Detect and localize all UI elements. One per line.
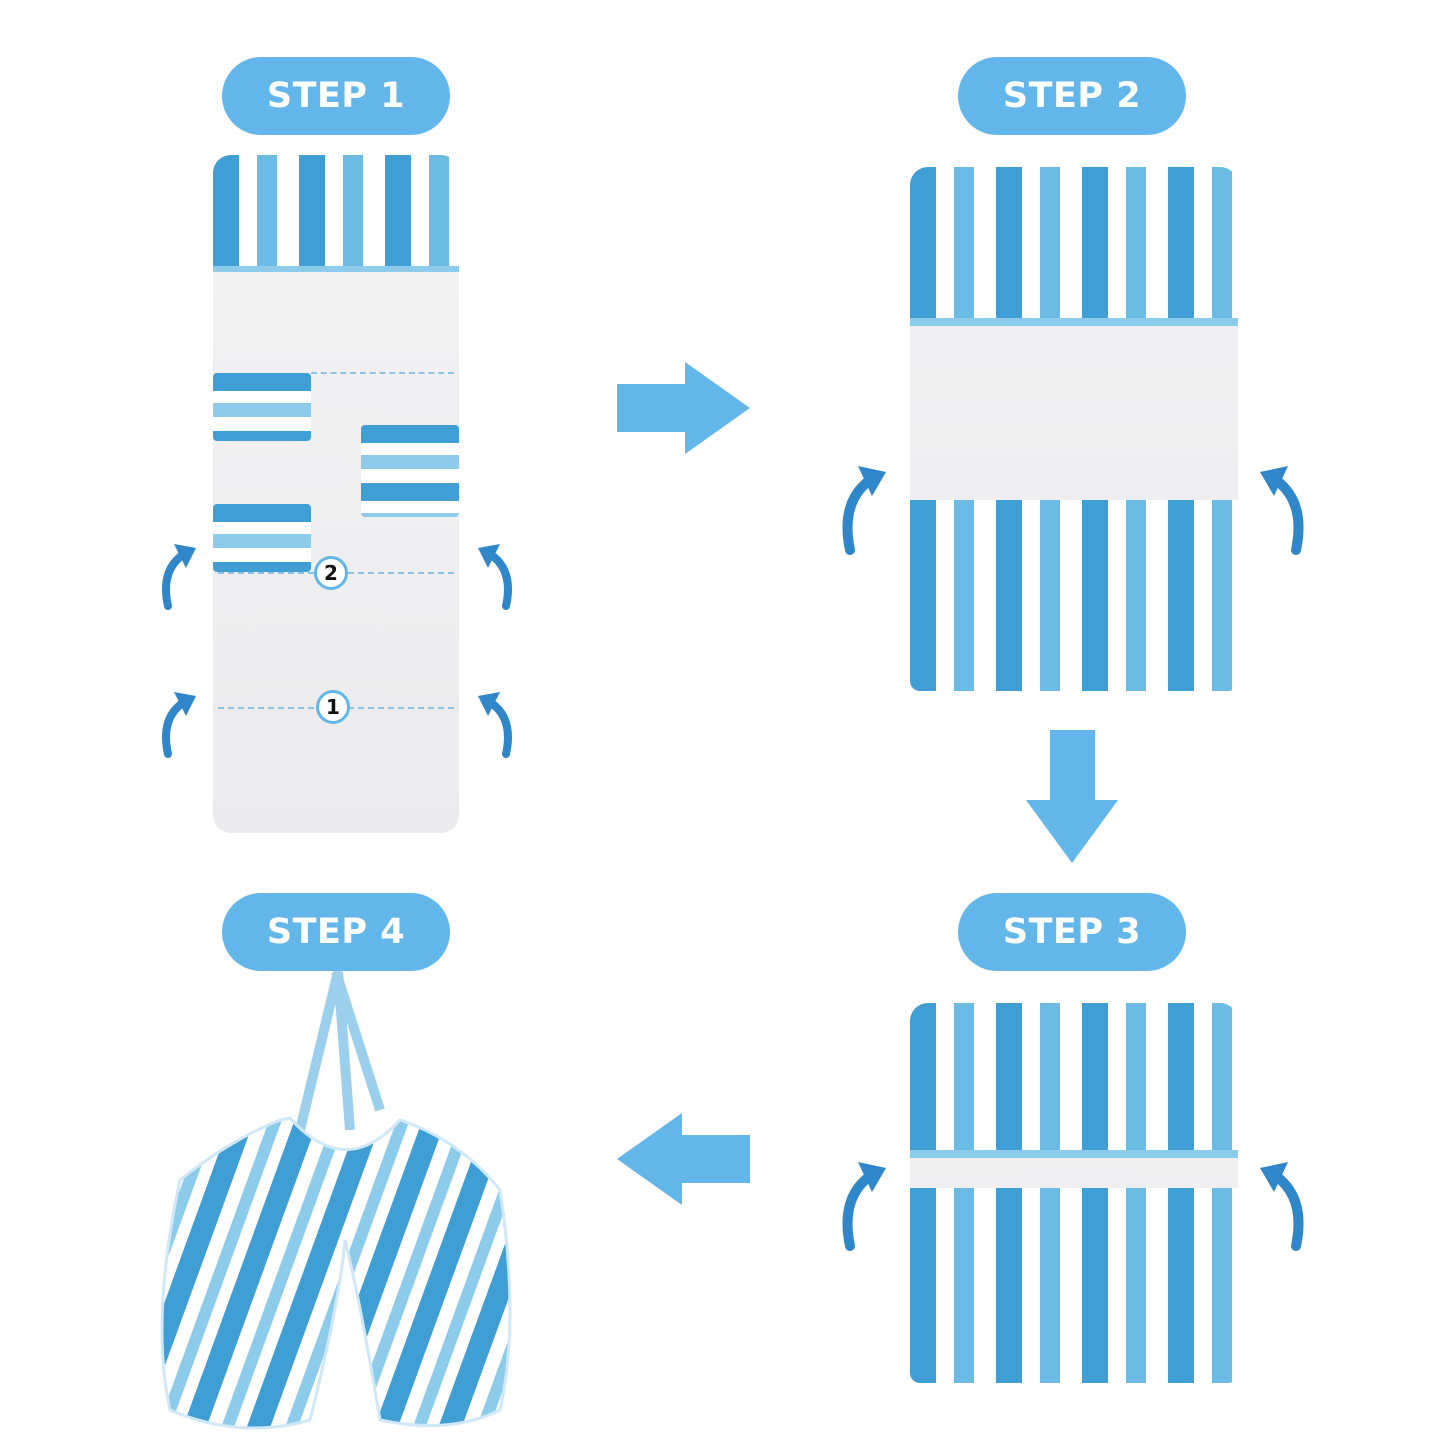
- fold-marker-1: 1: [316, 690, 350, 724]
- step-3-label: STEP 3: [958, 893, 1186, 971]
- pocket-left-bottom: [213, 504, 311, 572]
- curl-arrow-icon: [1260, 466, 1304, 555]
- curl-arrow-icon: [1260, 1162, 1304, 1251]
- bag-body: [160, 1116, 512, 1430]
- arrow-left-icon: [617, 1113, 750, 1205]
- towel-top-band: [910, 167, 1238, 323]
- step-4-label: STEP 4: [222, 893, 450, 971]
- pocket-left-top: [213, 373, 311, 441]
- step-2-label: STEP 2: [958, 57, 1186, 135]
- band-trim: [910, 1150, 1238, 1158]
- arrow-right-icon: [617, 362, 750, 454]
- step-1-label: STEP 1: [222, 57, 450, 135]
- pocket-right: [361, 425, 459, 517]
- folded-pocket-panel: [910, 500, 1238, 691]
- towel-top-band: [213, 155, 459, 271]
- curl-arrow-icon: [478, 692, 512, 758]
- fold-line-top: [311, 372, 454, 374]
- curl-arrow-icon: [842, 466, 886, 555]
- curl-arrow-icon: [162, 692, 196, 758]
- bag-handle-left: [295, 970, 355, 1132]
- fold-marker-2: 2: [314, 556, 348, 590]
- curl-arrow-icon: [842, 1162, 886, 1251]
- band-trim: [910, 318, 1238, 326]
- arrow-down-icon: [1026, 730, 1118, 863]
- folded-pocket-panel: [910, 1188, 1238, 1383]
- band-trim: [213, 266, 459, 272]
- bag-handle-right: [331, 970, 385, 1112]
- curl-arrow-icon: [162, 544, 196, 610]
- towel-top-band: [910, 1003, 1238, 1155]
- curl-arrow-icon: [478, 544, 512, 610]
